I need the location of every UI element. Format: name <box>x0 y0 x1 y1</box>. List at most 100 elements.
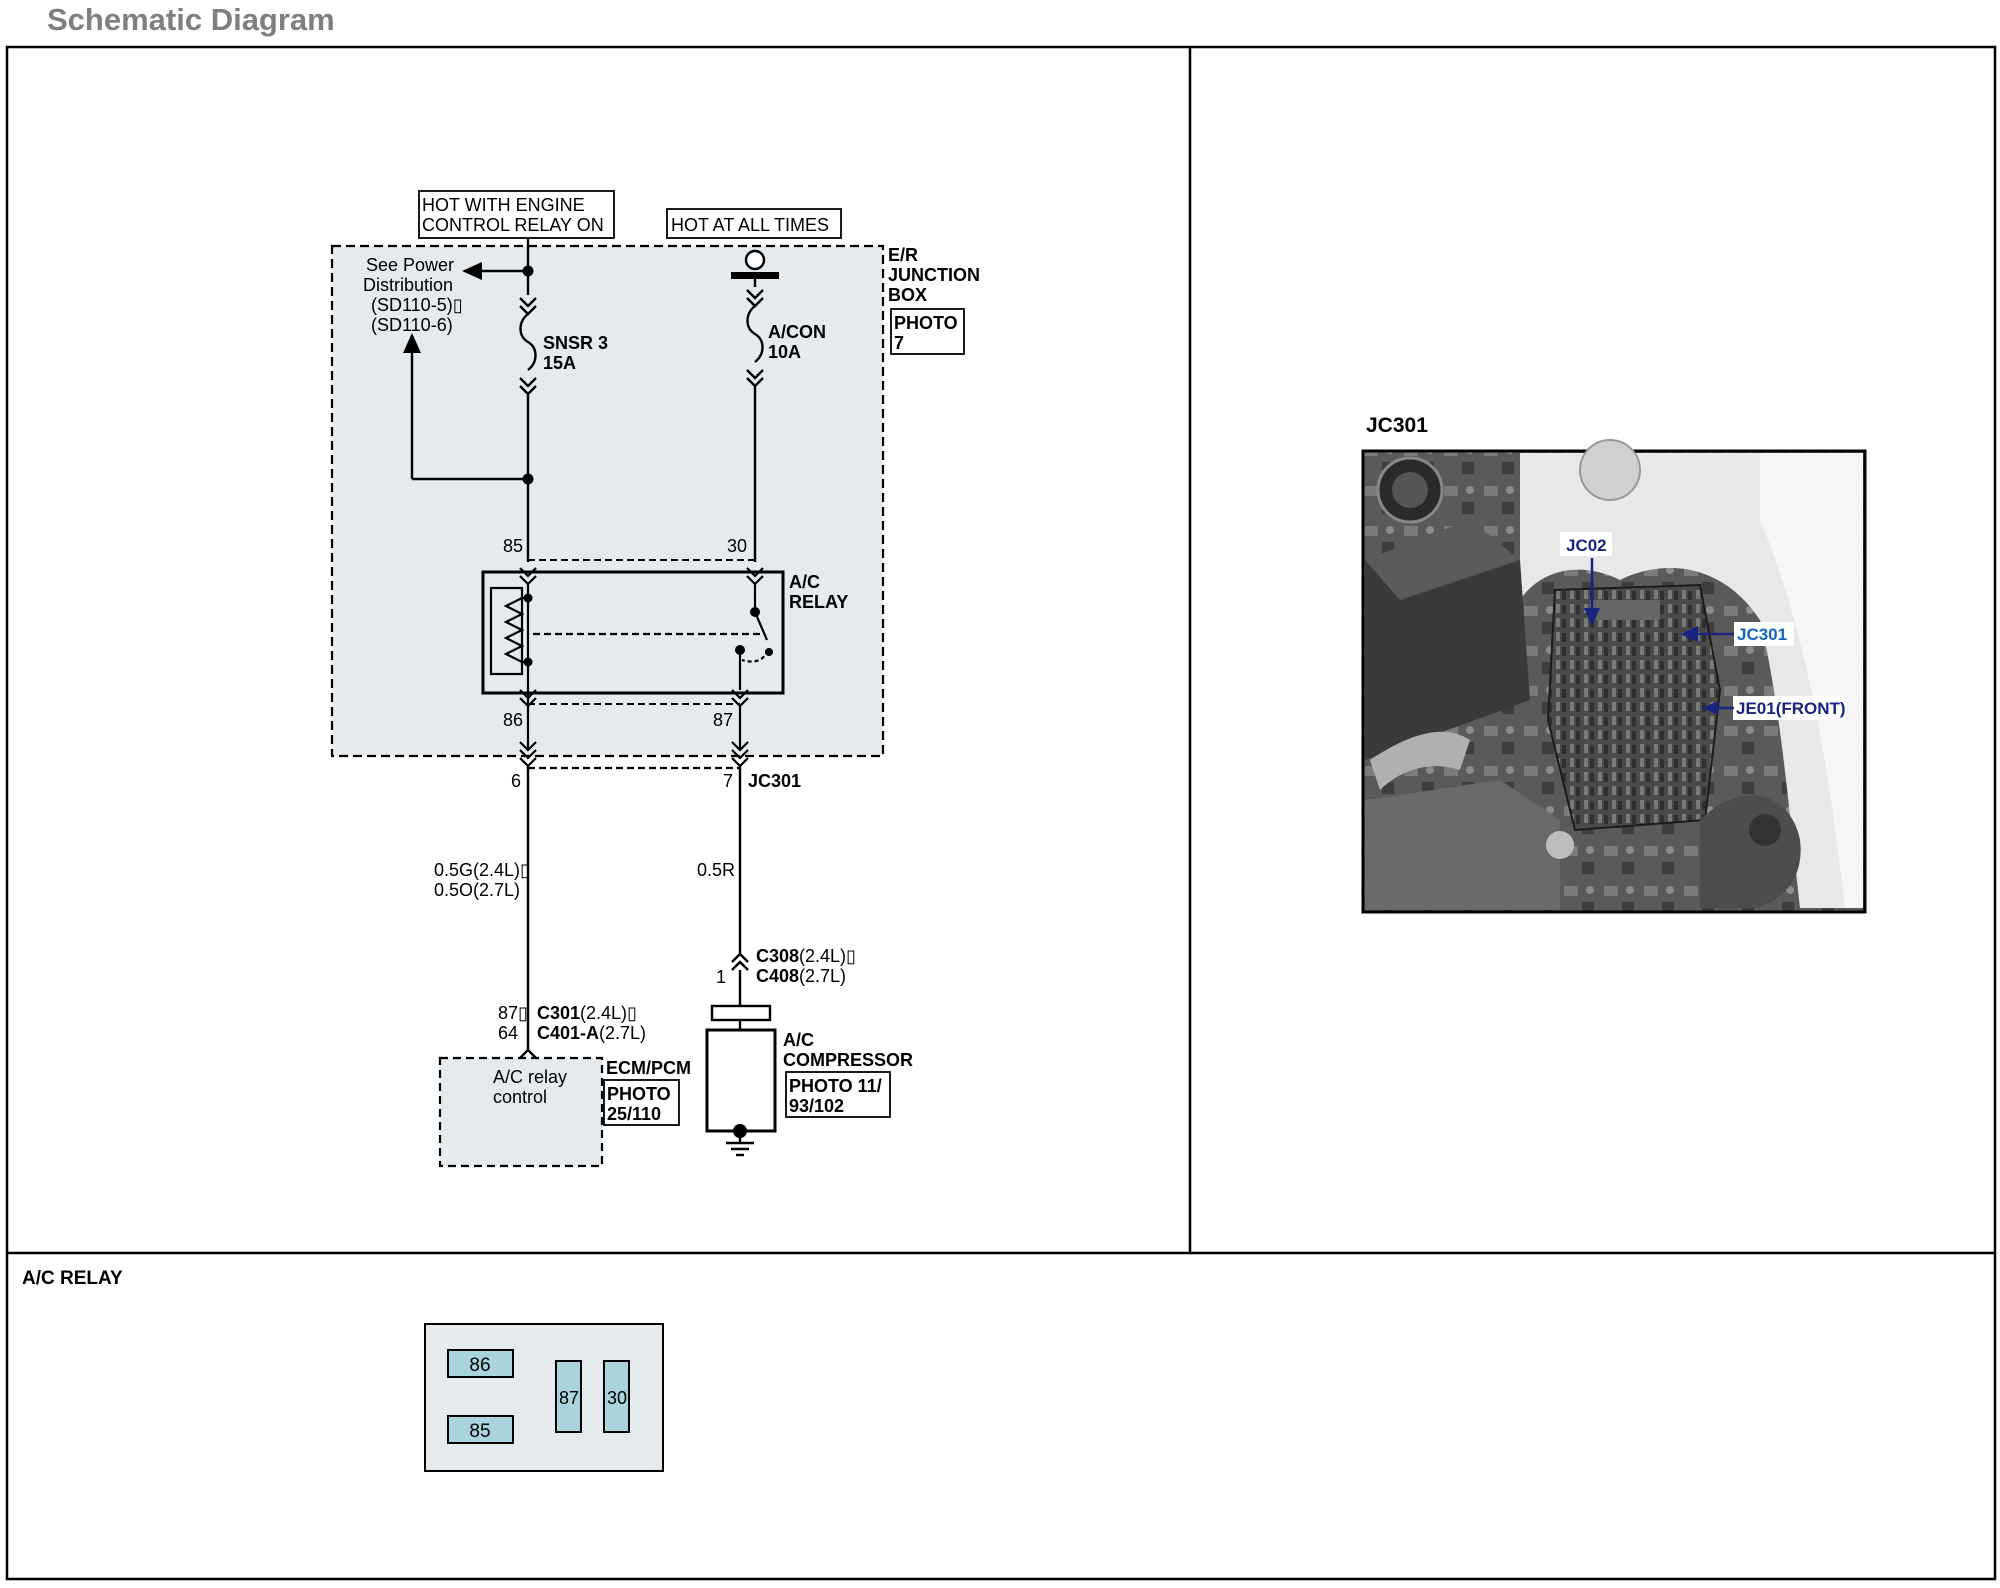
photo-panel-title: JC301 <box>1366 414 1428 437</box>
relay-contact-dot-3 <box>765 648 773 656</box>
compressor-line2: COMPRESSOR <box>783 1050 913 1070</box>
see-power-line3: (SD110-5)▯ <box>371 295 463 315</box>
relay-pin-87: 87 <box>713 710 733 730</box>
wire-left-line2: 0.5O(2.7L) <box>434 880 520 900</box>
callout-jc301: JC301 <box>1680 622 1794 646</box>
fuse-snsr-rating: 15A <box>543 353 576 373</box>
callout-je01-label: JE01(FRONT) <box>1736 699 1846 718</box>
junction-box-region <box>330 244 885 758</box>
c301-name: C301 <box>537 1003 580 1023</box>
relay-coil-dot-top <box>523 593 533 603</box>
ecm-photo-line2: 25/110 <box>607 1104 661 1124</box>
relay-pin-30: 30 <box>727 536 747 556</box>
arrow-left-icon-3 <box>1702 701 1718 715</box>
relay-body <box>481 570 785 695</box>
junction-box-label-line3: BOX <box>888 285 927 305</box>
see-power-line2: Distribution <box>363 275 453 295</box>
ecm-name: ECM/PCM <box>606 1058 691 1078</box>
relay-pin-86-label: 86 <box>469 1355 490 1376</box>
harness-wires <box>519 766 749 1059</box>
ecm-photo-line1: PHOTO <box>607 1084 671 1104</box>
c301-pin1: 87▯ <box>498 1003 528 1023</box>
all-times-circuit <box>744 249 766 562</box>
relay-pin-86: 86 <box>503 710 523 730</box>
wire-left-line1: 0.5G(2.4L)▯ <box>434 860 530 880</box>
page-title: Schematic Diagram <box>47 2 335 37</box>
all-times-label: HOT AT ALL TIMES <box>671 215 829 235</box>
c401-name: C401-A <box>537 1023 599 1043</box>
callout-jc02-label: JC02 <box>1566 536 1607 555</box>
compressor-photo-line2: 93/102 <box>789 1096 844 1116</box>
compressor-photo-box <box>785 1071 891 1118</box>
callout-je01: JE01(FRONT) <box>1702 696 1846 720</box>
c308-name: C308 <box>756 946 799 966</box>
c408-suffix: (2.7L) <box>799 966 846 986</box>
relay-name-line2: RELAY <box>789 592 848 612</box>
c301-label: C301(2.4L)▯ <box>537 1003 637 1023</box>
junction-box-photo-box <box>890 308 965 355</box>
fuse-acon-name: A/CON <box>768 322 826 342</box>
c308-label: C308(2.4L)▯ <box>756 946 856 966</box>
relay-name-line1: A/C <box>789 572 820 592</box>
c308-pin: 1 <box>716 967 726 987</box>
relay-pin-30-box <box>603 1360 630 1433</box>
splice-dot-top <box>522 265 534 277</box>
relay-coil-dot-bottom <box>523 657 533 667</box>
relay-pin-86-box <box>447 1349 514 1378</box>
relay-internal <box>489 567 769 712</box>
component-location-photo <box>1361 439 1867 914</box>
ecm-box <box>438 1056 604 1168</box>
c408-name: C408 <box>756 966 799 986</box>
engine-relay-label-line1: HOT WITH ENGINE <box>422 195 585 215</box>
jc301-label: JC301 <box>748 771 801 791</box>
all-times-label-box <box>666 208 842 239</box>
jc301-pin-right: 7 <box>723 771 733 791</box>
junction-box-photo-line1: PHOTO <box>894 313 958 333</box>
c301-suffix: (2.4L)▯ <box>580 1003 637 1023</box>
compressor-clutch <box>710 1004 772 1022</box>
callout-jc301-label: JC301 <box>1737 625 1787 644</box>
relay-pin-30-label: 30 <box>607 1388 627 1408</box>
compressor-photo-line1: PHOTO 11/ <box>789 1076 882 1096</box>
c308-suffix: (2.4L)▯ <box>799 946 856 966</box>
arrow-left-icon <box>462 262 482 280</box>
relay-contact-dot-2 <box>735 645 745 655</box>
wire-right-label: 0.5R <box>697 860 735 880</box>
relay-panel-title: A/C RELAY <box>22 1268 123 1289</box>
engine-relay-label-line2: CONTROL RELAY ON <box>422 215 604 235</box>
fuse-acon-rating: 10A <box>768 342 801 362</box>
ground-icon <box>726 1131 754 1157</box>
engine-relay-circuit <box>410 238 537 562</box>
relay-pin-85-box <box>447 1415 514 1444</box>
engine-relay-label-box <box>418 190 615 239</box>
junction-box-label-line1: E/R <box>888 245 918 265</box>
jc301-pin-left: 6 <box>511 771 521 791</box>
relay-contact-dot <box>750 607 760 617</box>
relay-pin-85: 85 <box>503 536 523 556</box>
arrow-left-icon-2 <box>1680 626 1698 642</box>
see-power-line1: See Power <box>366 255 454 275</box>
c408-label: C408(2.7L) <box>756 966 846 986</box>
callout-jc02: JC02 <box>1560 532 1612 626</box>
see-power-line4: (SD110-6) <box>371 315 453 335</box>
arrow-down-icon <box>1584 608 1600 626</box>
battery-bus-bar <box>731 272 779 279</box>
ecm-control-line2: control <box>493 1087 547 1107</box>
junction-box-photo-line2: 7 <box>894 333 904 353</box>
ecm-control-line1: A/C relay <box>493 1067 567 1087</box>
relay-pin-87-label: 87 <box>559 1388 579 1408</box>
arrow-up-icon <box>403 333 421 353</box>
relay-pin-85-label: 85 <box>469 1421 490 1442</box>
junction-box-label-line2: JUNCTION <box>888 265 980 285</box>
c401-label: C401-A(2.7L) <box>537 1023 646 1043</box>
c401-suffix: (2.7L) <box>599 1023 646 1043</box>
ecm-photo-box <box>603 1079 680 1126</box>
c301-pin2: 64 <box>498 1023 518 1043</box>
splice-dot-bottom <box>522 473 534 485</box>
relay-pin-87-box <box>555 1360 582 1433</box>
fuse-snsr-name: SNSR 3 <box>543 333 608 353</box>
page-frame <box>5 45 1997 1581</box>
compressor-line1: A/C <box>783 1030 814 1050</box>
compressor-body <box>705 1028 777 1133</box>
